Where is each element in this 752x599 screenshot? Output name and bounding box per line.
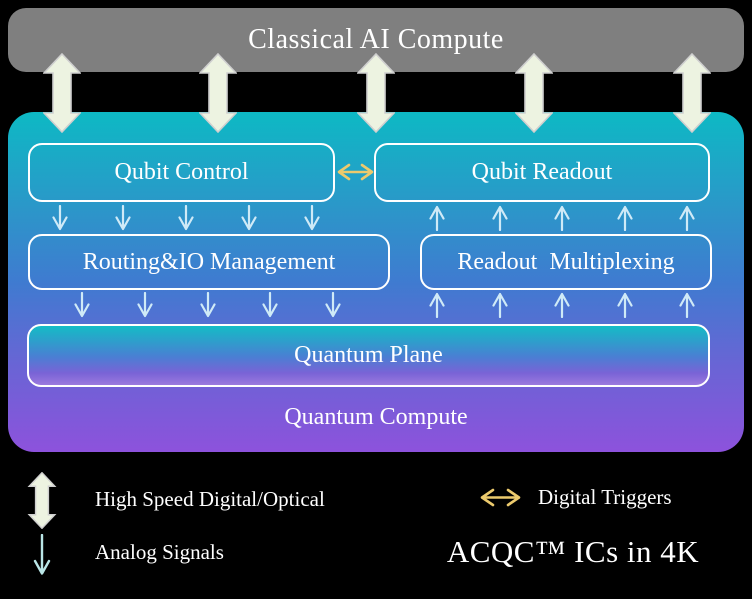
node-qubit-readout: Qubit Readout bbox=[374, 143, 710, 202]
classical-ai-compute-label: Classical AI Compute bbox=[248, 24, 504, 55]
high-speed-link-arrow-icon bbox=[199, 53, 237, 133]
quantum-plane-label: Quantum Plane bbox=[294, 342, 443, 368]
up-arrow-icon bbox=[554, 205, 570, 231]
up-arrow-icon bbox=[554, 292, 570, 318]
readout-multiplexing-label: Readout Multiplexing bbox=[457, 248, 675, 275]
down-arrow-icon bbox=[262, 292, 278, 318]
high-speed-arrow-icon bbox=[27, 472, 57, 529]
node-routing-io-management: Routing&IO Management bbox=[28, 234, 390, 290]
digital-triggers-label: Digital Triggers bbox=[538, 485, 672, 509]
down-arrow-icon bbox=[200, 292, 216, 318]
down-arrow-icon bbox=[178, 205, 194, 231]
node-qubit-control: Qubit Control bbox=[28, 143, 335, 202]
up-arrow-icon bbox=[679, 292, 695, 318]
routing-io-management-label: Routing&IO Management bbox=[82, 248, 336, 275]
branding-text: ACQC™ ICs in 4K bbox=[446, 534, 700, 569]
node-quantum-plane: Quantum Plane bbox=[27, 324, 710, 387]
analog-signals-arrow-icon bbox=[33, 534, 51, 575]
up-arrow-icon bbox=[616, 292, 633, 318]
digital-trigger-arrow-icon bbox=[337, 163, 374, 181]
down-arrow-icon bbox=[137, 292, 153, 318]
high-speed-link-arrow-icon bbox=[43, 53, 81, 133]
up-arrow-icon bbox=[429, 205, 445, 231]
down-arrow-icon bbox=[241, 205, 257, 231]
down-arrow-icon bbox=[74, 292, 90, 318]
high-speed-label: High Speed Digital/Optical bbox=[95, 487, 325, 511]
qubit-control-label: Qubit Control bbox=[114, 159, 249, 185]
node-readout-multiplexing: Readout Multiplexing bbox=[420, 234, 712, 290]
up-arrow-icon bbox=[679, 205, 695, 231]
quantum-compute-label: Quantum Compute bbox=[284, 404, 468, 430]
analog-signals-label: Analog Signals bbox=[95, 540, 224, 564]
up-arrow-icon bbox=[616, 205, 633, 231]
down-arrow-icon bbox=[304, 205, 320, 231]
up-arrow-icon bbox=[491, 205, 508, 231]
down-arrow-icon bbox=[115, 205, 131, 231]
high-speed-link-arrow-icon bbox=[357, 53, 395, 133]
qubit-readout-label: Qubit Readout bbox=[471, 159, 613, 185]
up-arrow-icon bbox=[491, 292, 508, 318]
high-speed-link-arrow-icon bbox=[673, 53, 711, 133]
high-speed-link-arrow-icon bbox=[515, 53, 553, 133]
down-arrow-icon bbox=[52, 205, 68, 231]
up-arrow-icon bbox=[429, 292, 445, 318]
digital-triggers-legend-arrow-icon bbox=[480, 488, 521, 507]
down-arrow-icon bbox=[325, 292, 341, 318]
